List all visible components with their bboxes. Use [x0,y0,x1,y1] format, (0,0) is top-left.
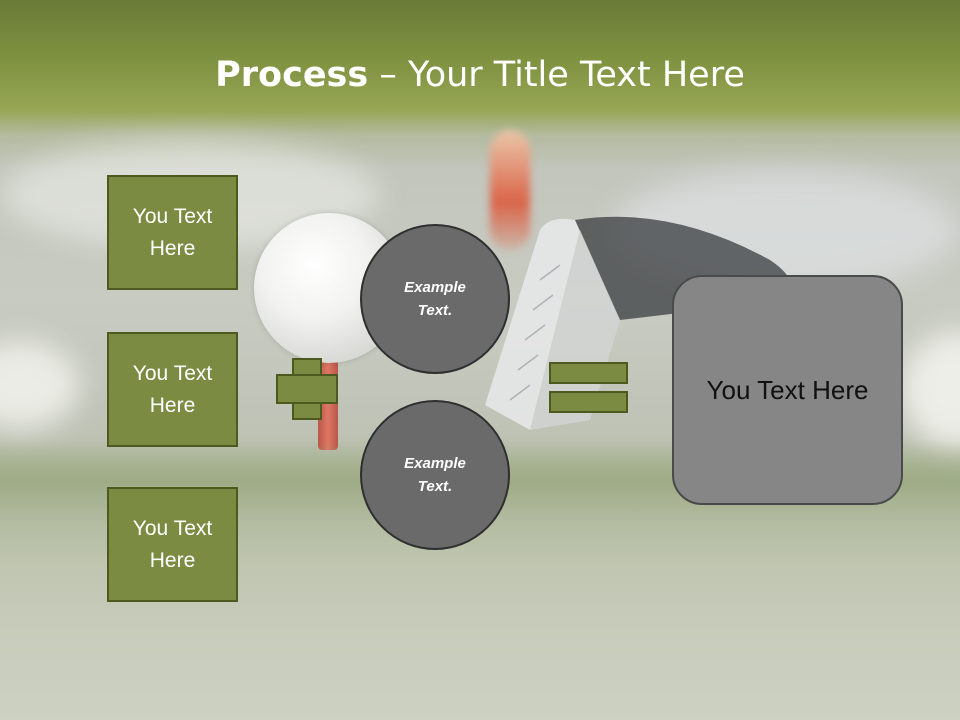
text-box-3: You Text Here [107,487,238,602]
result-box: You Text Here [672,275,903,505]
example-circle-1: Example Text. [360,224,510,374]
equals-icon-top-bar [549,362,628,384]
slide-title: Process – Your Title Text Here [0,52,960,98]
text-box-1: You Text Here [107,175,238,290]
equals-icon-bottom-bar [549,391,628,413]
example-circle-2: Example Text. [360,400,510,550]
plus-icon-center [294,376,320,402]
background-club-shaft [490,130,530,250]
title-bold: Process [215,55,369,95]
text-box-2: You Text Here [107,332,238,447]
title-rest: – Your Title Text Here [368,55,745,95]
